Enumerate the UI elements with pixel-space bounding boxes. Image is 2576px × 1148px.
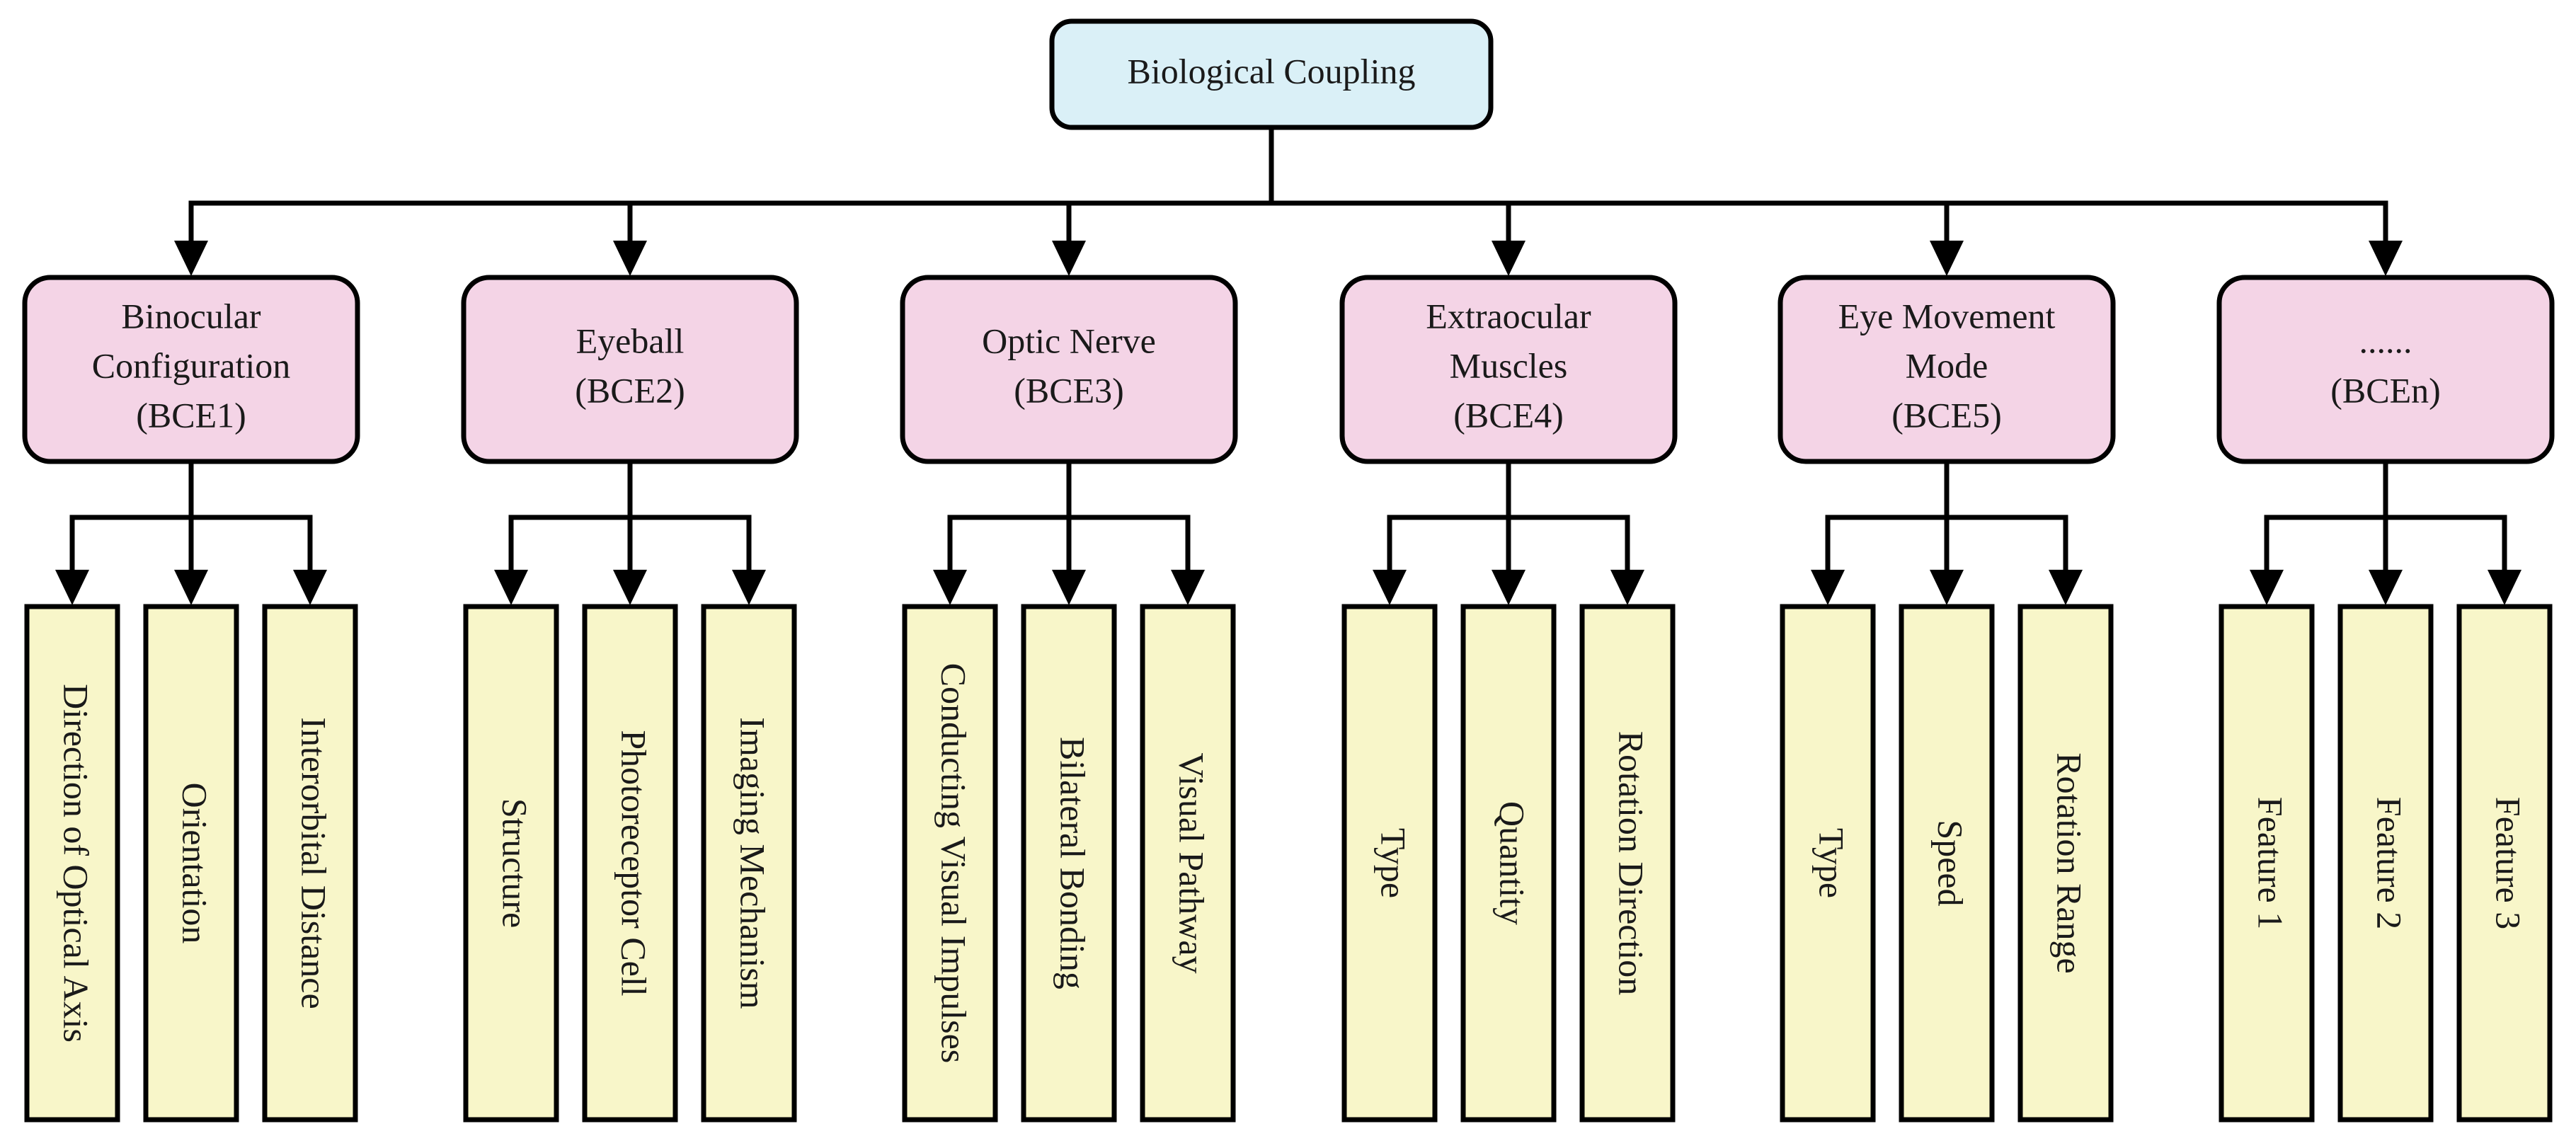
category-label-line: Optic Nerve — [982, 321, 1156, 360]
category-label-line: (BCE4) — [1453, 395, 1564, 435]
feature-label: Rotation Range — [2050, 752, 2090, 973]
feature-label: Interorbital Distance — [294, 717, 334, 1009]
feature-box — [143, 604, 239, 1123]
feature-label: Feature 1 — [2251, 797, 2291, 929]
category-label-line: ...... — [2359, 321, 2412, 360]
leaf-arrow-icon — [174, 570, 208, 605]
feature-box — [463, 604, 559, 1123]
group-arrow-icon — [1492, 241, 1525, 276]
category-box — [900, 275, 1238, 464]
category-label-line: Eye Movement — [1838, 296, 2056, 335]
leaf-arrow-icon — [1492, 570, 1525, 605]
feature-label: Type — [1374, 828, 1414, 898]
connector-lines — [55, 125, 2521, 605]
leaf-arrow-icon — [732, 570, 766, 605]
category-box — [2216, 275, 2555, 464]
feature-box — [1899, 604, 1995, 1123]
feature-box — [582, 604, 678, 1123]
category-label-line: (BCE3) — [1014, 370, 1124, 410]
leaf-arrow-icon — [1610, 570, 1644, 605]
leaf-arrow-icon — [1373, 570, 1407, 605]
feature-label: Photoreceptor Cell — [614, 730, 654, 996]
category-box — [22, 275, 360, 464]
leaf-arrow-icon — [1930, 570, 1964, 605]
feature-box — [902, 604, 998, 1123]
feature-label: Orientation — [176, 783, 215, 944]
feature-label: Rotation Direction — [1612, 731, 1651, 996]
leaf-arrow-icon — [613, 570, 647, 605]
leaf-arrow-icon — [933, 570, 967, 605]
feature-box — [1579, 604, 1676, 1123]
category-label-line: Mode — [1906, 345, 1988, 385]
feature-label: Structure — [496, 798, 535, 928]
category-label-line: (BCE5) — [1891, 395, 2002, 435]
feature-box — [2456, 604, 2553, 1123]
group-arrow-icon — [174, 241, 208, 276]
root-node: Biological Coupling — [1049, 18, 1494, 130]
feature-nodes: Direction of Optical Axis Orientation Inte… — [24, 604, 2553, 1123]
root-label: Biological Coupling — [1128, 51, 1416, 91]
feature-label: Bilateral Bonding — [1053, 737, 1093, 989]
feature-box — [1341, 604, 1438, 1123]
leaf-arrow-icon — [1052, 570, 1086, 605]
leaf-arrow-icon — [494, 570, 528, 605]
category-box — [1339, 275, 1678, 464]
feature-box — [262, 604, 358, 1123]
group-arrow-icon — [1052, 241, 1086, 276]
leaf-arrow-icon — [2049, 570, 2083, 605]
leaf-arrow-icon — [1171, 570, 1205, 605]
feature-label: Visual Pathway — [1172, 752, 1212, 973]
feature-box — [1780, 604, 1876, 1123]
category-label-line: Eyeball — [576, 321, 685, 360]
feature-label: Speed — [1931, 820, 1971, 906]
feature-label: Conducting Visual Impulses — [934, 663, 974, 1064]
category-box — [1778, 275, 2116, 464]
leaf-arrow-icon — [293, 570, 327, 605]
group-arrow-icon — [613, 241, 647, 276]
category-label-line: Configuration — [92, 345, 291, 385]
feature-box — [701, 604, 797, 1123]
feature-label: Feature 3 — [2489, 797, 2529, 929]
group-arrow-icon — [1930, 241, 1964, 276]
category-label-line: Binocular — [121, 296, 261, 335]
leaf-arrow-icon — [2488, 570, 2521, 605]
feature-box — [1460, 604, 1557, 1123]
root-box — [1049, 18, 1494, 130]
feature-label: Imaging Mechanism — [733, 717, 773, 1009]
feature-label: Direction of Optical Axis — [57, 684, 96, 1043]
category-box — [461, 275, 799, 464]
category-label-line: (BCE1) — [136, 395, 246, 435]
feature-box — [2337, 604, 2434, 1123]
leaf-arrow-icon — [2250, 570, 2284, 605]
leaf-arrow-icon — [1811, 570, 1845, 605]
group-arrow-icon — [2369, 241, 2403, 276]
feature-box — [1021, 604, 1117, 1123]
feature-box — [24, 604, 120, 1123]
feature-box — [2219, 604, 2315, 1123]
category-label-line: (BCE2) — [575, 370, 685, 410]
category-label-line: Extraocular — [1426, 296, 1591, 335]
feature-label: Type — [1812, 828, 1852, 898]
leaf-arrow-icon — [2369, 570, 2403, 605]
feature-label: Quantity — [1493, 801, 1533, 925]
leaf-arrow-icon — [55, 570, 89, 605]
category-label-line: (BCEn) — [2330, 370, 2441, 410]
feature-label: Feature 2 — [2370, 797, 2410, 929]
feature-box — [1140, 604, 1236, 1123]
feature-box — [2017, 604, 2114, 1123]
category-label-line: Muscles — [1450, 345, 1568, 385]
